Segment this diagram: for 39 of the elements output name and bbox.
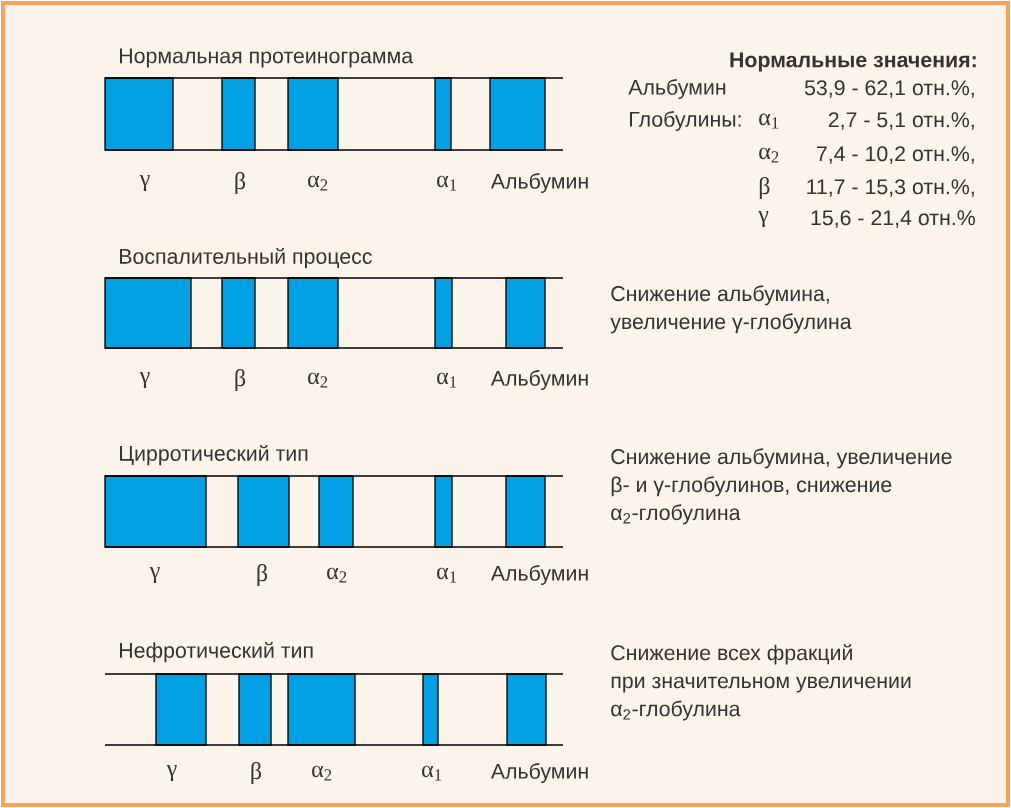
fraction-label: α$_{2}$ bbox=[308, 372, 328, 388]
panel-title: Нефротический тип bbox=[120, 641, 313, 663]
fraction-label: γ bbox=[139, 371, 150, 389]
fraction-label: α$_{1}$ bbox=[437, 175, 457, 191]
fraction-label: γ bbox=[758, 210, 769, 228]
value-text: 7,4 - 10,2 отн.%, bbox=[817, 146, 974, 164]
fraction-label: α$_{1}$ bbox=[759, 113, 779, 129]
value-text: 53,9 - 62,1 отн.%, bbox=[804, 80, 974, 98]
value-text: Альбумин bbox=[490, 370, 588, 391]
fraction-label: β bbox=[257, 564, 268, 586]
fraction-label: β bbox=[235, 369, 246, 391]
fraction-label: α$_{2}$ bbox=[327, 567, 347, 583]
value-text: Альбумин bbox=[490, 763, 588, 784]
value-text: Альбумин bbox=[490, 565, 588, 586]
fraction-label: β bbox=[235, 172, 246, 194]
description-text: Снижение альбумина, увеличение β- и γ-глобулинов, снижение α$_{2}$-глобулина bbox=[611, 448, 952, 525]
fraction-label: α$_{2}$ bbox=[312, 765, 332, 781]
table-heading: Нормальные значения: bbox=[730, 52, 976, 72]
description-text: Снижение альбумина, увеличение γ-глобулина bbox=[610, 285, 852, 334]
value-text: 2,7 - 5,1 отн.%, bbox=[828, 112, 974, 130]
fraction-label: α$_{2}$ bbox=[759, 147, 779, 163]
description-text: Снижение всех фракций при значительном увеличении α$_{2}$-глобулина bbox=[611, 644, 911, 721]
panel-title: Цирротический тип bbox=[120, 444, 308, 466]
value-text: 11,7 - 15,3 отн.%, bbox=[807, 179, 974, 197]
fraction-label: β bbox=[251, 762, 262, 784]
value-text: Глобулины: bbox=[630, 110, 741, 132]
fraction-label: γ bbox=[139, 174, 150, 192]
fraction-label: γ bbox=[166, 764, 177, 782]
fraction-label: β bbox=[759, 177, 770, 199]
value-text: 15,6 - 21,4 отн.% bbox=[811, 210, 975, 228]
fraction-label: α$_{1}$ bbox=[437, 567, 457, 583]
value-text: Альбумин bbox=[490, 172, 588, 194]
panel-title: Воспалительный процесс bbox=[120, 247, 372, 269]
fraction-label: γ bbox=[149, 566, 160, 584]
panel-title: Нормальная протеинограмма bbox=[120, 48, 414, 68]
fraction-label: α$_{1}$ bbox=[437, 372, 457, 388]
value-text: Альбумин bbox=[628, 78, 726, 100]
fraction-label: α$_{2}$ bbox=[308, 175, 328, 191]
fraction-label: α$_{1}$ bbox=[422, 765, 442, 781]
